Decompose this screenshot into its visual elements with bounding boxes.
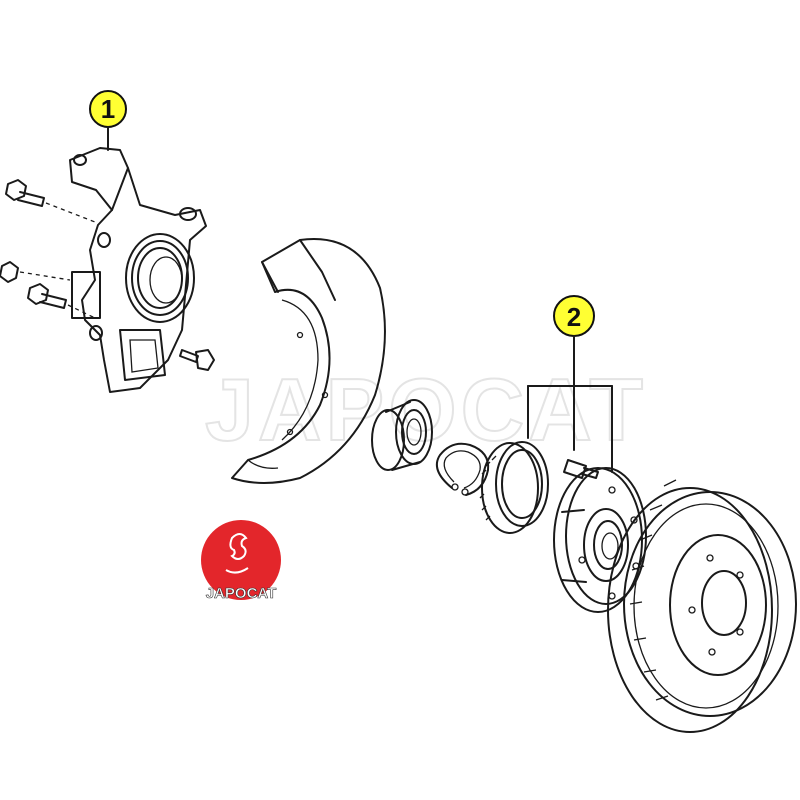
abs-tone-ring <box>479 441 549 534</box>
logo-disc <box>201 520 281 600</box>
callout-2: 2 <box>527 295 613 473</box>
knuckle-lower-bolt <box>27 283 96 319</box>
knuckle-upper-bolt <box>5 179 96 223</box>
callout-1-label: 1 <box>101 94 115 124</box>
snap-ring <box>436 442 490 496</box>
knuckle-nut <box>0 261 71 283</box>
steering-knuckle <box>69 147 207 393</box>
knuckle-side-bolt <box>179 349 215 371</box>
brake-disc <box>607 479 797 733</box>
callout-2-label: 2 <box>567 302 581 332</box>
dust-shield <box>231 238 386 484</box>
japocat-logo: JAPOCAT <box>201 520 281 602</box>
wheel-bearing <box>371 399 433 471</box>
logo-emblem-icon <box>229 533 248 560</box>
watermark-text: JAPOCAT <box>205 360 647 459</box>
logo-text: JAPOCAT <box>206 585 277 602</box>
wheel-hub <box>553 467 647 613</box>
callout-1: 1 <box>89 90 127 151</box>
wheel-stud <box>563 459 599 479</box>
